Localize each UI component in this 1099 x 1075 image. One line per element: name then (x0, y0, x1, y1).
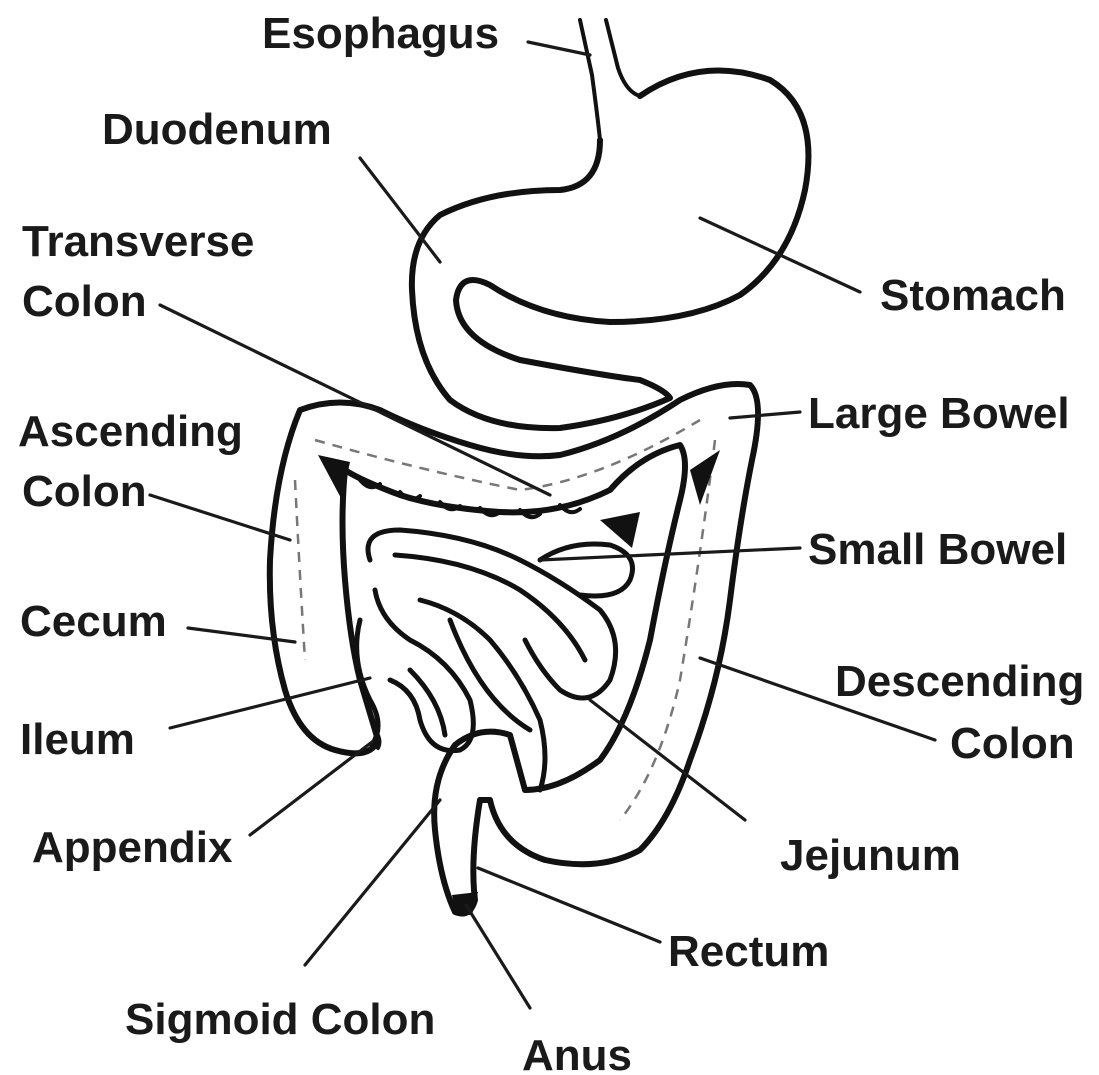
label-ileum: Ileum (20, 715, 135, 764)
stomach-shape (412, 71, 809, 429)
label-appendix: Appendix (32, 823, 233, 872)
label-ascending-colon-line2: Colon (22, 467, 147, 516)
leader-duodenum (360, 158, 440, 262)
label-small-bowel: Small Bowel (808, 525, 1067, 574)
leader-sigmoid-colon (305, 800, 440, 965)
leader-rectum (478, 868, 660, 942)
esophagus-shape (580, 20, 600, 140)
anus-shape (452, 892, 478, 915)
leader-anus (466, 905, 530, 1008)
label-cecum: Cecum (20, 597, 167, 646)
label-ascending-colon-line1: Ascending (18, 407, 243, 456)
label-anus: Anus (522, 1031, 632, 1075)
organ-illustration (270, 20, 809, 915)
label-large-bowel: Large Bowel (808, 389, 1070, 438)
labels: Esophagus Duodenum Transverse Colon Stom… (18, 9, 1084, 1075)
label-stomach: Stomach (880, 271, 1066, 320)
label-duodenum: Duodenum (102, 105, 332, 154)
leader-appendix (250, 742, 372, 835)
label-transverse-colon-line2: Colon (22, 277, 147, 326)
label-esophagus: Esophagus (262, 9, 499, 58)
label-descending-colon-line2: Colon (950, 719, 1075, 768)
esophagus-shape-right (606, 20, 640, 96)
label-transverse-colon-line1: Transverse (22, 217, 254, 266)
label-rectum: Rectum (668, 927, 829, 976)
leader-ascending-colon (150, 495, 290, 540)
label-descending-colon-line1: Descending (835, 657, 1084, 706)
leader-esophagus (528, 42, 590, 55)
label-jejunum: Jejunum (780, 831, 961, 880)
label-sigmoid-colon: Sigmoid Colon (125, 995, 435, 1044)
